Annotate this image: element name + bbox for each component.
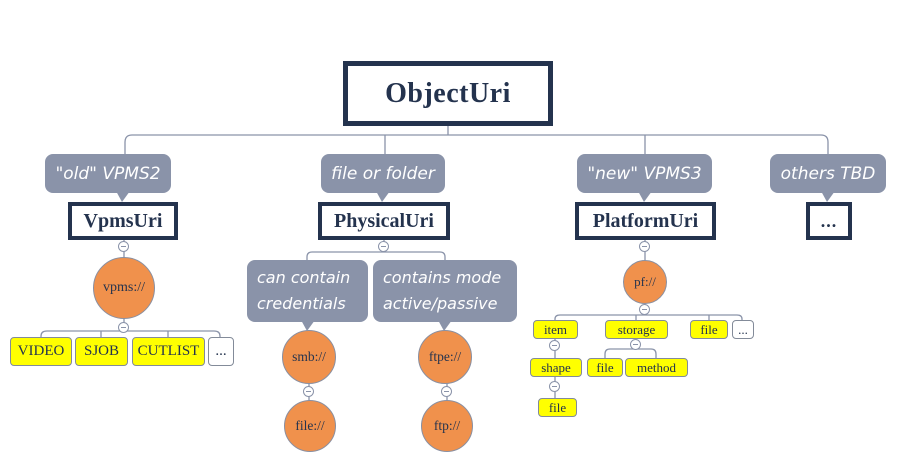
callout-old-vpms2[interactable]: "old" VPMS2	[45, 154, 171, 202]
callout-old-vpms2-label: "old" VPMS2	[55, 163, 161, 184]
callout-new-vpms3-label: "new" VPMS3	[587, 163, 702, 184]
collapse-toggle[interactable]	[639, 241, 650, 252]
type-box-cutlist[interactable]: CUTLIST	[132, 337, 205, 366]
part-box-item[interactable]: item	[533, 320, 578, 339]
minus-icon	[121, 246, 126, 247]
callout-tail	[300, 320, 315, 331]
type-box-sjob[interactable]: SJOB	[75, 337, 128, 366]
collapse-toggle[interactable]	[378, 241, 389, 252]
part-box-storage[interactable]: storage	[605, 320, 668, 339]
note-can-contain-credentials[interactable]: can contain credentials	[247, 260, 368, 331]
note-contains-mode[interactable]: contains mode active/passive	[373, 260, 517, 331]
scheme-circle-pf[interactable]: pf://	[623, 260, 667, 304]
wire-root-rail	[124, 125, 829, 155]
part-box-shape[interactable]: shape	[530, 358, 582, 377]
collapse-toggle[interactable]	[549, 381, 560, 392]
callout-file-or-folder[interactable]: file or folder	[321, 154, 445, 202]
type-box-video[interactable]: VIDEO	[10, 337, 72, 366]
callout-file-or-folder-label: file or folder	[331, 163, 435, 184]
callout-tail	[116, 191, 130, 202]
wire-physicaluri-split	[306, 239, 446, 261]
minus-icon	[642, 246, 647, 247]
part-box-file[interactable]: file	[690, 320, 728, 339]
collapse-toggle[interactable]	[118, 322, 129, 333]
minus-icon	[633, 344, 638, 345]
node-objecturi[interactable]: ObjectUri	[343, 61, 553, 126]
collapse-toggle[interactable]	[639, 304, 650, 315]
minus-icon	[552, 386, 557, 387]
part-box-storage-file[interactable]: file	[587, 358, 623, 377]
note-can-contain-credentials-label: can contain credentials	[257, 268, 351, 313]
callout-tail	[637, 191, 652, 202]
minus-icon	[552, 345, 557, 346]
minus-icon	[444, 391, 449, 392]
node-platformuri[interactable]: PlatformUri	[575, 202, 716, 240]
scheme-circle-smb[interactable]: smb://	[282, 330, 336, 384]
scheme-circle-file[interactable]: file://	[284, 400, 336, 452]
callout-tail	[438, 320, 452, 331]
minus-icon	[121, 327, 126, 328]
part-box-method[interactable]: method	[625, 358, 688, 377]
callout-new-vpms3[interactable]: "new" VPMS3	[577, 154, 712, 202]
minus-icon	[306, 391, 311, 392]
part-box-ellipsis[interactable]: ...	[732, 320, 754, 339]
note-contains-mode-label: contains mode active/passive	[383, 268, 502, 313]
collapse-toggle[interactable]	[303, 386, 314, 397]
scheme-circle-ftpe[interactable]: ftpe://	[418, 330, 472, 384]
collapse-toggle[interactable]	[630, 339, 641, 350]
wire-vpms-children	[40, 318, 221, 338]
callout-tail	[821, 191, 835, 202]
node-physicaluri[interactable]: PhysicalUri	[318, 202, 450, 240]
collapse-toggle[interactable]	[549, 340, 560, 351]
type-box-ellipsis[interactable]: ...	[208, 337, 234, 366]
minus-icon	[642, 309, 647, 310]
callout-others-tbd[interactable]: others TBD	[770, 154, 886, 202]
node-others-ellipsis[interactable]: ...	[806, 202, 852, 240]
scheme-circle-vpms[interactable]: vpms://	[93, 257, 155, 319]
collapse-toggle[interactable]	[118, 241, 129, 252]
callout-tail	[376, 191, 390, 202]
scheme-circle-ftp[interactable]: ftp://	[421, 400, 473, 452]
part-box-shape-file[interactable]: file	[538, 398, 577, 417]
callout-others-tbd-label: others TBD	[780, 163, 876, 184]
node-vpmsuri[interactable]: VpmsUri	[68, 202, 178, 240]
collapse-toggle[interactable]	[441, 386, 452, 397]
minus-icon	[381, 246, 386, 247]
